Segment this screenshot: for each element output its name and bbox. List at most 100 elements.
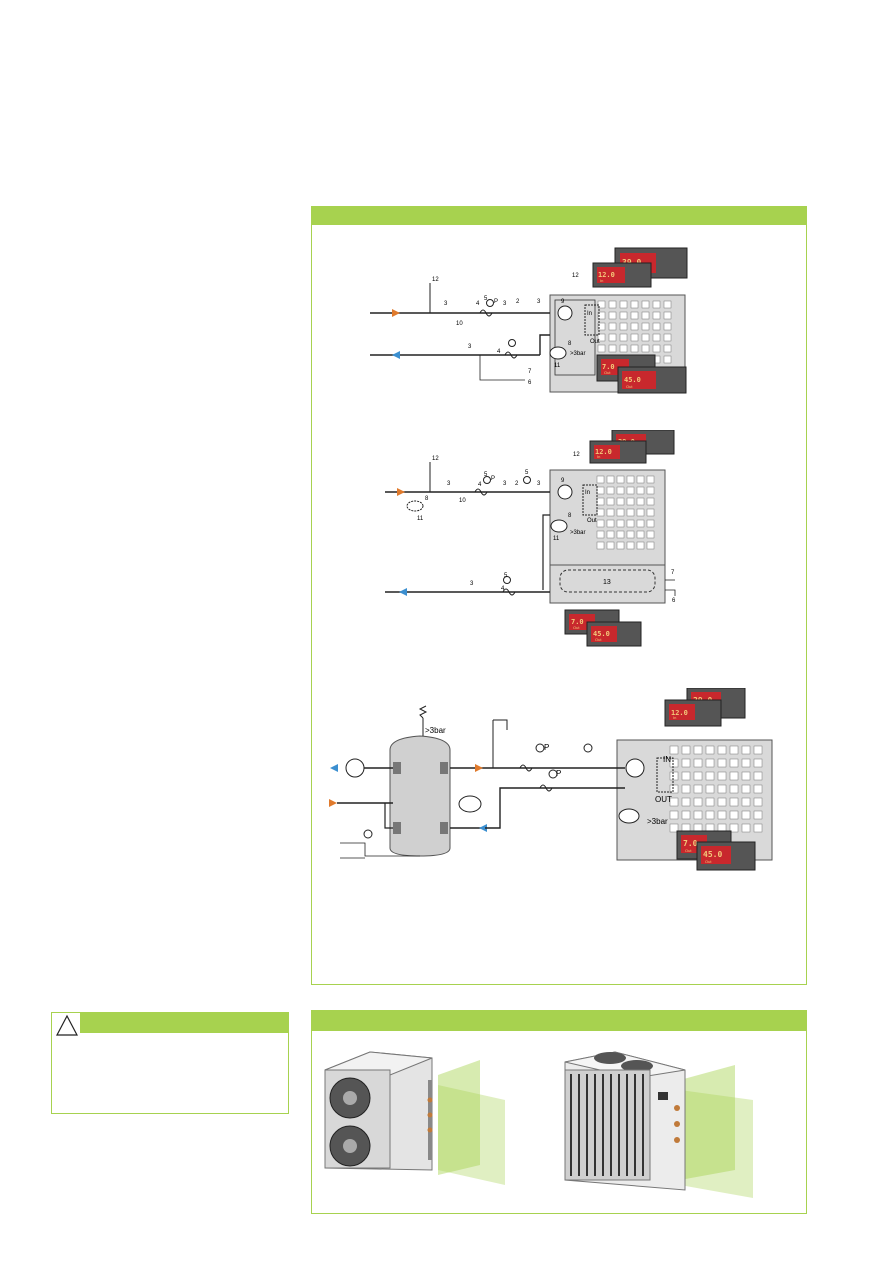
flow-arrow-icon bbox=[329, 799, 337, 807]
label-out: OUT bbox=[655, 795, 672, 804]
label-bar: >3bar bbox=[647, 817, 668, 826]
warning-header-bar bbox=[80, 1013, 288, 1033]
label-13: 13 bbox=[603, 579, 611, 586]
label-p: P bbox=[494, 299, 498, 305]
buffer-tank bbox=[389, 735, 451, 857]
display-sub: Out bbox=[626, 384, 633, 389]
return-arrow-icon bbox=[479, 824, 487, 832]
unit-inner-box bbox=[554, 299, 596, 376]
label-3: 3 bbox=[444, 301, 448, 307]
display-value: 45.0 bbox=[593, 630, 610, 638]
coil-grille bbox=[570, 1074, 644, 1176]
label-bar: >3bar bbox=[570, 530, 586, 536]
label-3: 3 bbox=[447, 481, 451, 487]
label-in: In bbox=[587, 311, 592, 317]
label-3c: 3 bbox=[537, 299, 541, 305]
circulation-pump-icon bbox=[345, 758, 365, 778]
label-3d: 3 bbox=[468, 344, 472, 350]
storage-tank-base bbox=[549, 564, 666, 604]
label-bar-top: >3bar bbox=[425, 726, 446, 735]
label-4b: 4 bbox=[501, 586, 505, 592]
clearance-zone-back bbox=[680, 1065, 735, 1180]
diagram-2-with-storage-tank: 12 3 8 11 10 4 5 3 2 5 3 12 9 8 11 13 7 … bbox=[385, 430, 676, 647]
label-bar: >3bar bbox=[570, 351, 586, 357]
label-8: 8 bbox=[425, 496, 429, 502]
small-unit-illustration bbox=[324, 1051, 505, 1185]
label-8b: 8 bbox=[568, 513, 572, 519]
label-7: 7 bbox=[528, 369, 532, 375]
return-arrow-icon bbox=[392, 351, 400, 359]
return-arrow-icon bbox=[399, 588, 407, 596]
units-panel-header-bar bbox=[312, 1011, 806, 1031]
display-value: 12.0 bbox=[671, 709, 688, 717]
return-arrow-icon bbox=[330, 764, 338, 772]
label-6: 6 bbox=[672, 598, 676, 604]
clearance-zone-front bbox=[438, 1085, 505, 1185]
display-sub: In bbox=[673, 715, 676, 720]
clearance-zone-front bbox=[680, 1090, 753, 1198]
label-in: IN bbox=[663, 755, 671, 764]
display-sub: Out bbox=[595, 637, 602, 642]
unit-grille bbox=[596, 475, 655, 550]
label-p: P bbox=[491, 476, 495, 482]
diagrams-panel-header-bar bbox=[312, 207, 806, 225]
display-top-front: 12.0 In bbox=[589, 440, 647, 464]
expansion-vessel-icon bbox=[458, 795, 482, 813]
label-3d: 3 bbox=[470, 581, 474, 587]
label-12b: 12 bbox=[573, 452, 580, 458]
display-value: 12.0 bbox=[598, 271, 615, 279]
pressure-gauge-icon bbox=[363, 829, 373, 839]
display-value: 45.0 bbox=[703, 850, 722, 859]
display-bottom-front: 45.0 Out bbox=[617, 366, 687, 394]
label-3b: 3 bbox=[503, 301, 507, 307]
heat-exchanger-icon bbox=[656, 757, 674, 793]
label-11: 11 bbox=[417, 516, 424, 522]
display-sub: Out bbox=[685, 848, 692, 853]
label-12b: 12 bbox=[572, 273, 579, 279]
label-3c: 3 bbox=[537, 481, 541, 487]
label-9: 9 bbox=[561, 478, 565, 484]
label-p2: P bbox=[556, 769, 561, 778]
display-sub: In bbox=[600, 278, 603, 283]
display-sub: Out bbox=[604, 370, 611, 375]
label-5: 5 bbox=[484, 472, 488, 478]
pump-icon bbox=[557, 484, 573, 500]
warning-box bbox=[51, 1012, 289, 1114]
label-10: 10 bbox=[459, 498, 466, 504]
display-value: 45.0 bbox=[624, 376, 641, 384]
flow-arrow-icon bbox=[392, 309, 400, 317]
heat-exchanger-icon bbox=[584, 304, 600, 336]
label-p: P bbox=[544, 743, 549, 752]
label-12: 12 bbox=[432, 277, 439, 283]
label-out: Out bbox=[587, 518, 597, 524]
large-unit-illustration bbox=[564, 1051, 753, 1198]
fan-icon bbox=[621, 1060, 653, 1072]
display-bottom-front: 45.0 Out bbox=[586, 621, 642, 647]
display-sub: Out bbox=[705, 859, 712, 864]
expansion-vessel-icon bbox=[406, 500, 424, 512]
display-value: 7.0 bbox=[571, 618, 584, 626]
label-11: 11 bbox=[554, 363, 561, 369]
flex-hose-icon bbox=[479, 309, 493, 317]
label-out: Out bbox=[590, 339, 600, 345]
pump-icon bbox=[625, 758, 645, 778]
unit-grille bbox=[669, 745, 763, 833]
label-7: 7 bbox=[671, 570, 675, 576]
warning-triangle-icon bbox=[55, 1014, 79, 1038]
relief-valve-icon bbox=[418, 705, 428, 719]
label-12: 12 bbox=[432, 456, 439, 462]
label-10: 10 bbox=[456, 321, 463, 327]
clearance-zone-back bbox=[438, 1060, 480, 1175]
display-top-front: 12.0 In bbox=[664, 699, 722, 727]
display-top-front: 12.0 In bbox=[592, 262, 652, 288]
label-4: 4 bbox=[476, 301, 480, 307]
pump-icon bbox=[557, 305, 573, 321]
display-sub: Out bbox=[573, 625, 580, 630]
label-4b: 4 bbox=[497, 349, 501, 355]
diagram-1-direct-connection: 12 3 10 4 5 3 2 3 12 9 3 4 11 8 7 6 In O… bbox=[370, 247, 688, 394]
label-5c: 5 bbox=[504, 573, 508, 579]
label-3b: 3 bbox=[503, 481, 507, 487]
label-5: 5 bbox=[484, 296, 488, 302]
label-in: In bbox=[585, 490, 590, 496]
display-bottom-front: 45.0 Out bbox=[696, 841, 756, 871]
